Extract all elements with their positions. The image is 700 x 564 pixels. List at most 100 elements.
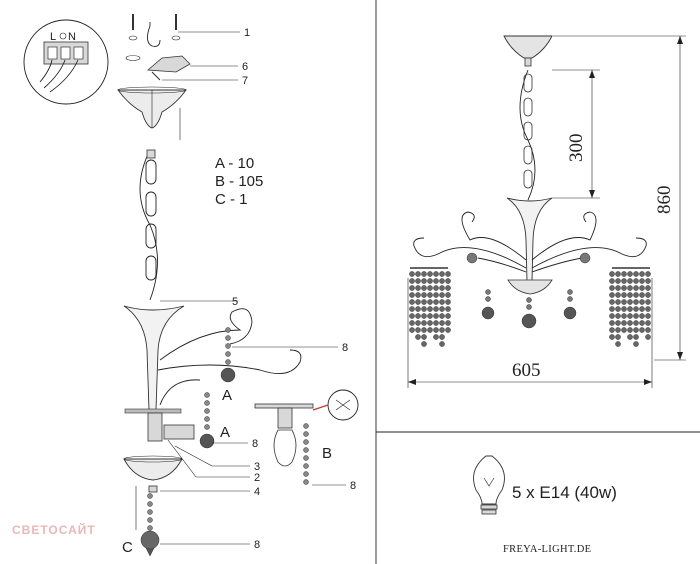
curtain-bead xyxy=(439,271,445,277)
curtain-bead xyxy=(633,285,639,291)
curtain-bead xyxy=(621,271,627,277)
mounting-screws xyxy=(128,14,181,47)
curtain-bead xyxy=(639,292,645,298)
curtain-bead xyxy=(445,306,451,312)
curtain-bead xyxy=(645,313,651,319)
dimension-width: 605 xyxy=(512,360,541,381)
curtain-bead xyxy=(621,306,627,312)
curtain-bead xyxy=(439,299,445,305)
curtain-bead xyxy=(609,327,615,333)
curtain-bead xyxy=(427,292,433,298)
curtain-bead xyxy=(615,327,621,333)
curtain-bead xyxy=(433,299,439,305)
callout-8-arm: 8 xyxy=(342,342,348,354)
curtain-bead xyxy=(609,306,615,312)
curtain-bead xyxy=(621,299,627,305)
curtain-bead xyxy=(439,341,445,347)
curtain-bead xyxy=(439,327,445,333)
curtain-bead xyxy=(421,299,427,305)
curtain-bead xyxy=(433,327,439,333)
curtain-bead xyxy=(421,306,427,312)
callout-8-strand-b: 8 xyxy=(350,480,356,492)
curtain-bead xyxy=(615,292,621,298)
callout-3: 3 xyxy=(254,461,260,473)
curtain-bead xyxy=(633,334,639,340)
curtain-bead xyxy=(609,320,615,326)
curtain-bead xyxy=(609,285,615,291)
curtain-bead xyxy=(645,285,651,291)
curtain-bead xyxy=(415,313,421,319)
curtain-bead xyxy=(433,292,439,298)
curtain-bead xyxy=(445,271,451,277)
part-letter-c: C xyxy=(122,539,133,556)
exploded-assembly: L N xyxy=(12,14,359,557)
curtain-bead xyxy=(415,278,421,284)
curtain-bead xyxy=(409,327,415,333)
curtain-bead xyxy=(433,334,439,340)
terminal-block-detail: L N xyxy=(23,19,109,105)
curtain-bead xyxy=(621,278,627,284)
curtain-bead xyxy=(633,313,639,319)
curtain-bead xyxy=(639,327,645,333)
quantity-a: A - 10 xyxy=(215,155,254,172)
socket-detail xyxy=(254,389,359,467)
curtain-bead xyxy=(633,292,639,298)
curtain-bead xyxy=(627,327,633,333)
curtain-bead xyxy=(445,285,451,291)
curtain-bead xyxy=(615,271,621,277)
curtain-bead xyxy=(433,306,439,312)
curtain-bead xyxy=(615,334,621,340)
terminal-label-n: N xyxy=(68,31,76,43)
curtain-bead xyxy=(421,278,427,284)
curtain-bead xyxy=(615,278,621,284)
part-letter-a-upper: A xyxy=(222,387,232,404)
curtain-bead xyxy=(427,285,433,291)
curtain-bead xyxy=(621,327,627,333)
curtain-bead xyxy=(415,334,421,340)
curtain-bead xyxy=(439,313,445,319)
callout-6: 6 xyxy=(242,61,248,73)
curtain-bead xyxy=(421,285,427,291)
curtain-bead xyxy=(409,299,415,305)
curtain-bead xyxy=(615,306,621,312)
curtain-bead xyxy=(409,285,415,291)
curtain-bead xyxy=(627,292,633,298)
curtain-bead xyxy=(445,313,451,319)
curtain-bead xyxy=(427,313,433,319)
callout-numbers: 1 6 7 5 8 8 3 2 4 8 8 xyxy=(232,27,356,551)
curtain-bead xyxy=(433,313,439,319)
curtain-bead xyxy=(639,271,645,277)
light-bulb-icon xyxy=(473,455,505,515)
terminal-label-l: L xyxy=(50,31,56,43)
curtain-bead xyxy=(421,341,427,347)
curtain-bead xyxy=(639,320,645,326)
curtain-bead xyxy=(627,313,633,319)
curtain-bead xyxy=(633,320,639,326)
bottom-bowl xyxy=(123,455,183,493)
curtain-bead xyxy=(615,299,621,305)
part-letter-b: B xyxy=(322,445,332,462)
brand-url: FREYA-LIGHT.DE xyxy=(503,544,591,555)
curtain-bead xyxy=(645,292,651,298)
curtain-bead xyxy=(615,341,621,347)
curtain-bead xyxy=(445,320,451,326)
curtain-bead xyxy=(409,320,415,326)
curtain-bead xyxy=(621,313,627,319)
curtain-bead xyxy=(427,299,433,305)
curtain-bead xyxy=(621,285,627,291)
curtain-bead xyxy=(433,285,439,291)
curtain-bead xyxy=(421,271,427,277)
curtain-bead xyxy=(445,299,451,305)
callout-7: 7 xyxy=(242,75,248,87)
curtain-bead xyxy=(427,327,433,333)
curtain-bead xyxy=(633,306,639,312)
curtain-bead xyxy=(633,271,639,277)
bulb-specification: 5 x E14 (40w) FREYA-LIGHT.DE xyxy=(473,455,617,555)
curtain-bead xyxy=(433,278,439,284)
curtain-bead xyxy=(627,299,633,305)
quantity-c: C - 1 xyxy=(215,191,248,208)
curtain-bead xyxy=(609,292,615,298)
curtain-bead xyxy=(439,320,445,326)
callout-8-drop: 8 xyxy=(254,539,260,551)
